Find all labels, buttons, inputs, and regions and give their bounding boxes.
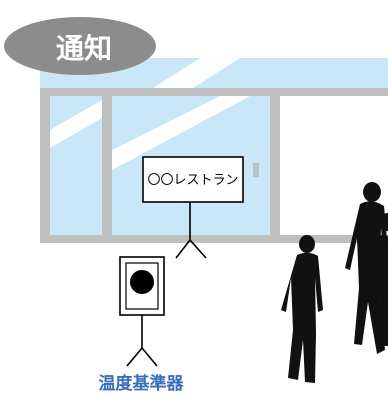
storefront-frame-right (270, 88, 280, 243)
restaurant-sign: 〇〇レストラン (142, 156, 244, 259)
device-leg-right (141, 347, 158, 367)
door-handle (253, 163, 259, 177)
storefront-frame-bottom (40, 235, 388, 243)
window-left-shine (50, 100, 102, 148)
notice-badge-label: 通知 (56, 32, 112, 65)
person-silhouette-front (281, 235, 323, 383)
people-group (281, 182, 388, 383)
sign-easel-leg-left (175, 239, 191, 259)
storefront (40, 58, 388, 243)
device-leg-left (126, 347, 143, 367)
sign-easel-leg-right (189, 239, 207, 259)
storefront-frame-top (40, 88, 388, 96)
notice-badge-shape (4, 17, 156, 75)
storefront-top-shine (150, 58, 240, 90)
door-shine (112, 96, 250, 170)
device-sensor-icon (130, 270, 154, 294)
storefront-frame-left (40, 88, 50, 243)
sign-board (142, 156, 244, 203)
person-silhouette-center (345, 182, 388, 354)
sign-text: 〇〇レストラン (147, 173, 238, 188)
notice-badge: 通知 (4, 17, 156, 75)
temperature-reference-device: 温度基準器 (99, 256, 185, 394)
storefront-frame-divider (102, 88, 112, 243)
device-label: 温度基準器 (99, 373, 185, 394)
